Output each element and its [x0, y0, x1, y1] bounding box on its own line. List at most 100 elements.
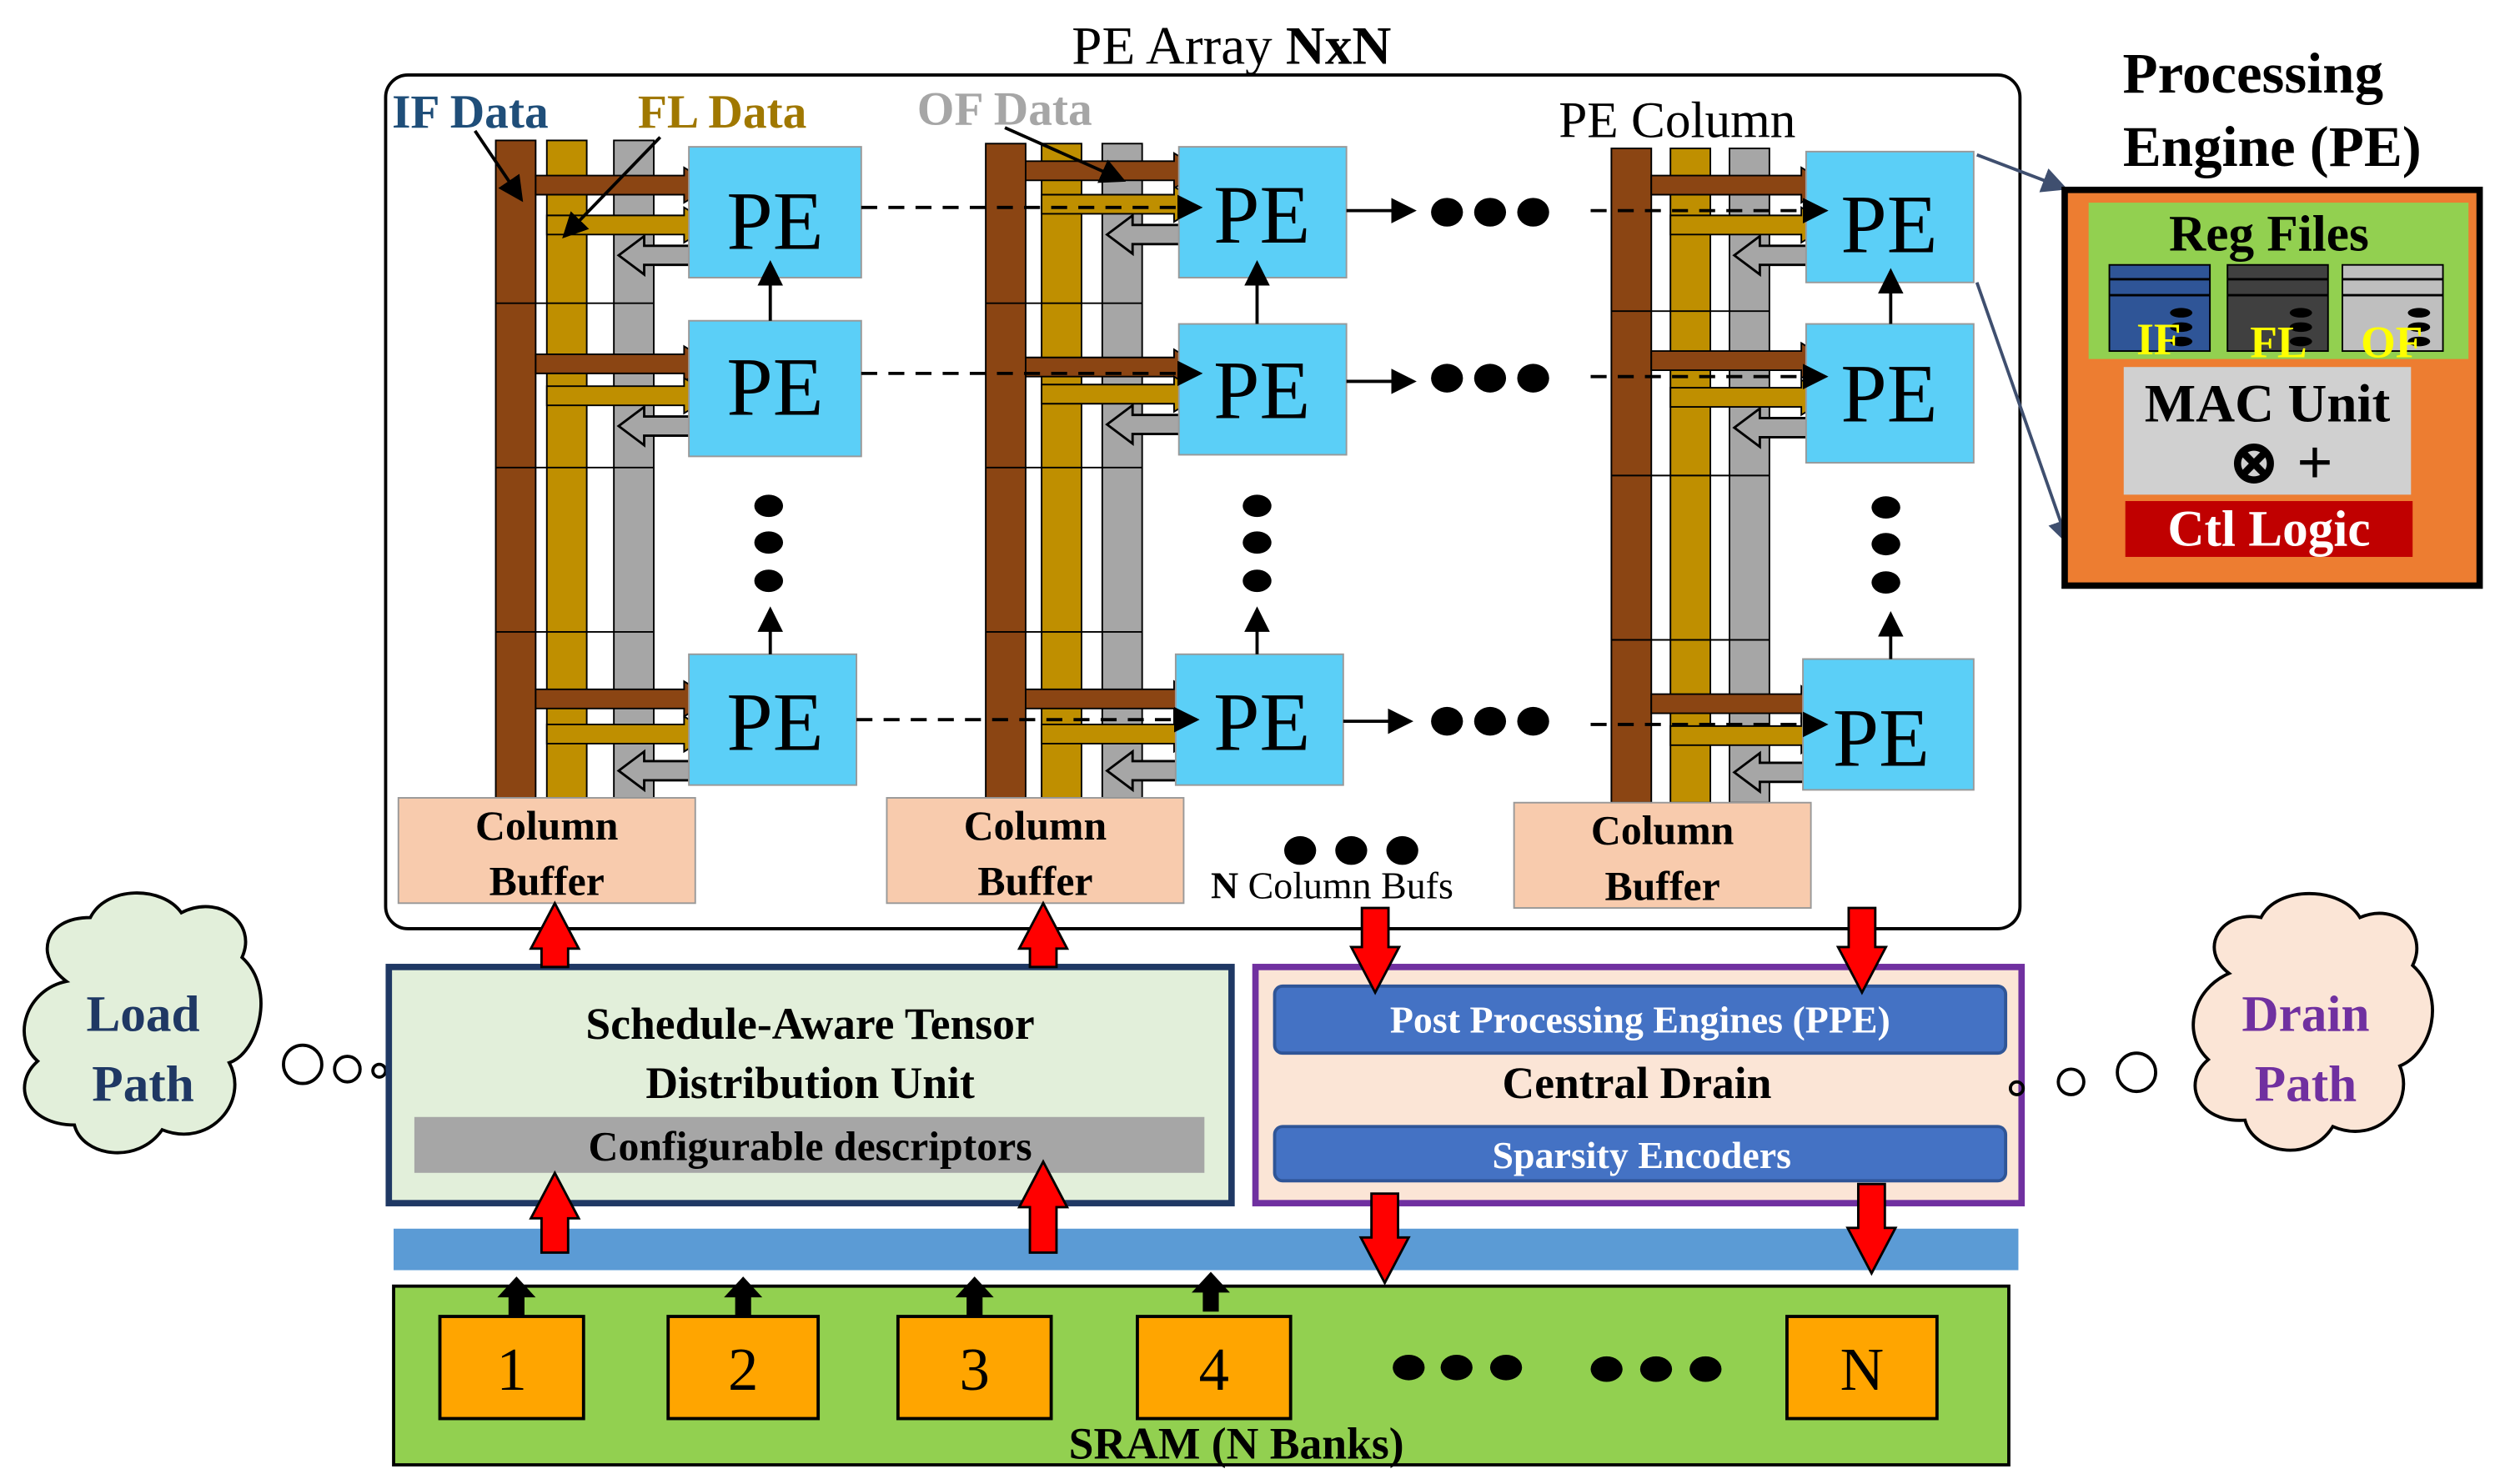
n-column-bufs-label: N Column Bufs [1211, 865, 1453, 907]
load-path-cloud: Load Path [23, 891, 263, 1155]
reg-fl-label: FL [2250, 318, 2307, 368]
mac-unit-label: MAC Unit [2145, 374, 2391, 434]
column-buffer-2: Column Buffer [886, 797, 1185, 905]
if-data-bus [985, 143, 1027, 799]
load-path-label-line2: Path [92, 1056, 193, 1113]
bank-up-arrow [497, 1276, 536, 1317]
drain-thought-bubbles [2008, 1051, 2157, 1096]
bank-up-arrow [955, 1276, 994, 1317]
of-data-label: OF Data [917, 83, 1092, 135]
pe-detail-pointers [1975, 153, 2073, 546]
sparsity-bar [1273, 1125, 2008, 1183]
tensor-distribution-unit: Schedule-Aware Tensor Distribution Unit … [385, 964, 1235, 1206]
of-data-arrow [1105, 403, 1188, 446]
pe-box [1802, 658, 1975, 791]
column-buffer-label: Buffer [977, 859, 1092, 905]
pe-box [688, 146, 862, 278]
fl-data-label: FL Data [638, 86, 807, 138]
pe-label: PE [726, 175, 823, 268]
column-buffer-label: Column [964, 803, 1107, 849]
pe-array-title: PE Array NxN [1072, 17, 1391, 77]
bank-label: 2 [728, 1336, 758, 1403]
bank-label: 1 [496, 1336, 526, 1403]
pe-labels: PE PE PE PE PE PE PE PE PE [726, 168, 1937, 785]
pe-label: PE [1840, 347, 1937, 439]
drain-arrow [1358, 1192, 1411, 1286]
mac-ops-label: ⊗ + [2227, 427, 2333, 498]
ctl-logic-label: Ctl Logic [2167, 501, 2370, 558]
red-data-flow-arrows [529, 900, 1898, 1286]
bank-label: N [1840, 1336, 1885, 1403]
column-buffer-1: Column Buffer [397, 797, 696, 905]
sparsity-label: Sparsity Encoders [1493, 1134, 1791, 1176]
of-data-arrow [1105, 213, 1188, 257]
load-arrow [529, 1170, 581, 1254]
bank-up-arrows [497, 1271, 1230, 1317]
pe-column-label: PE Column [1559, 93, 1795, 149]
drain-path-label-line1: Drain [2241, 985, 2369, 1042]
column-buffer-label: Column [1591, 807, 1734, 853]
pe-box [1805, 323, 1975, 464]
pe-vertical-links [757, 259, 1904, 659]
sram-label: SRAM (N Banks) [1069, 1418, 1404, 1468]
pe-detail-title-line1: Processing [2123, 42, 2384, 105]
fl-data-bus [545, 139, 588, 799]
sram-bank: N [1785, 1315, 1939, 1421]
load-thought-bubbles [282, 1043, 388, 1085]
pe-box [1177, 323, 1348, 456]
tdu-label-line1: Schedule-Aware Tensor [585, 999, 1034, 1049]
if-data-label: IF Data [392, 86, 549, 138]
bus-dividers [495, 302, 1770, 641]
pe-label: PE [1213, 676, 1310, 769]
drain-path-label-line2: Path [2255, 1056, 2357, 1113]
load-arrow [1017, 900, 1070, 969]
pe-detail-title-line2: Engine (PE) [2123, 115, 2422, 178]
pe-label: PE [726, 676, 823, 769]
reg-of-label: OF [2361, 318, 2422, 368]
mac-unit-panel [2123, 367, 2412, 495]
sram-bank: 2 [666, 1315, 821, 1421]
load-path-label-line1: Load [86, 985, 199, 1042]
column-buffer-n: Column Buffer [1513, 801, 1812, 909]
bank-up-arrow [1192, 1271, 1230, 1312]
central-drain-unit: Post Processing Engines (PPE) Central Dr… [1252, 964, 2026, 1206]
interconnect-bar [394, 1228, 2019, 1271]
pe-detail-box: Reg Files IF FL OF MAC Unit ⊗ + Ctl Logi… [2061, 186, 2483, 589]
load-arrow [1017, 1159, 1070, 1254]
pe-box [688, 319, 862, 458]
pe-label: PE [726, 341, 823, 434]
column-buffer-label: Column [475, 803, 618, 849]
central-drain-label: Central Drain [1503, 1058, 1772, 1108]
bank-up-arrow [724, 1276, 763, 1317]
ctl-logic-panel [2125, 500, 2413, 557]
column-buffer-label: Buffer [489, 859, 605, 905]
tdu-label-line2: Distribution Unit [645, 1058, 975, 1108]
vertical-ellipsis [754, 494, 1900, 594]
pe-label: PE [1840, 178, 1937, 270]
pe-box [1177, 146, 1348, 278]
pe-label: PE [1213, 168, 1310, 261]
descriptors-bar [414, 1116, 1205, 1173]
sram-bank: 1 [438, 1315, 585, 1421]
pe-grid [688, 146, 1975, 791]
pe-label: PE [1213, 343, 1310, 436]
bank-label: 4 [1199, 1336, 1229, 1403]
pe-label: PE [1833, 692, 1930, 785]
if-data-bus [494, 139, 537, 799]
bank-label: 3 [960, 1336, 990, 1403]
drain-arrow [1845, 1182, 1898, 1276]
sram-banks: 1 2 3 4 N [438, 1315, 1939, 1421]
pe-box [688, 653, 858, 786]
descriptors-label: Configurable descriptors [589, 1123, 1032, 1169]
label-pointers [474, 126, 1127, 239]
pe-box [1174, 653, 1344, 786]
bank-ellipsis [1393, 1354, 1722, 1382]
pe-horizontal-links [856, 194, 1829, 738]
ppe-bar [1273, 984, 2008, 1055]
reg-files-label: Reg Files [2169, 205, 2369, 262]
horizontal-ellipsis [1284, 198, 1549, 865]
pe-box [1805, 150, 1975, 283]
bus-arrows [535, 152, 1832, 795]
sram-bank: 4 [1136, 1315, 1293, 1421]
